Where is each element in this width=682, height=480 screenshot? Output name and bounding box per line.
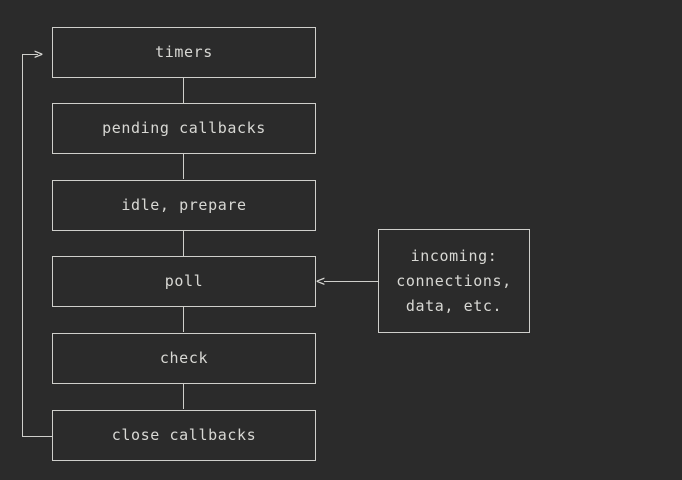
loop-back-bottom-segment — [22, 436, 53, 437]
phase-box-timers: timers — [52, 27, 316, 78]
phase-label-close-callbacks: close callbacks — [111, 426, 257, 444]
loop-back-top-segment — [22, 54, 38, 55]
incoming-line-3: data, etc. — [405, 296, 503, 315]
phase-label-timers: timers — [155, 43, 213, 61]
connector-poll-to-check — [183, 307, 184, 332]
incoming-to-poll-arrowhead-icon: < — [316, 272, 326, 290]
incoming-events-box: incoming: connections, data, etc. — [378, 229, 530, 333]
phase-box-poll: poll — [52, 256, 316, 307]
incoming-line-2: connections, — [396, 271, 512, 290]
connector-pending-to-idle — [183, 154, 184, 179]
phase-label-pending-callbacks: pending callbacks — [102, 119, 266, 137]
connector-check-to-close — [183, 384, 184, 409]
loop-back-vertical-line — [22, 54, 23, 436]
phase-box-check: check — [52, 333, 316, 384]
incoming-to-poll-line — [324, 281, 378, 282]
loop-back-arrowhead-icon: > — [34, 45, 44, 63]
phase-box-idle-prepare: idle, prepare — [52, 180, 316, 231]
phase-label-idle-prepare: idle, prepare — [121, 196, 247, 214]
incoming-line-1: incoming: — [410, 246, 498, 265]
phase-box-close-callbacks: close callbacks — [52, 410, 316, 461]
phase-box-pending-callbacks: pending callbacks — [52, 103, 316, 154]
phase-label-check: check — [159, 349, 209, 367]
connector-timers-to-pending — [183, 78, 184, 103]
connector-idle-to-poll — [183, 231, 184, 256]
phase-label-poll: poll — [164, 272, 204, 290]
